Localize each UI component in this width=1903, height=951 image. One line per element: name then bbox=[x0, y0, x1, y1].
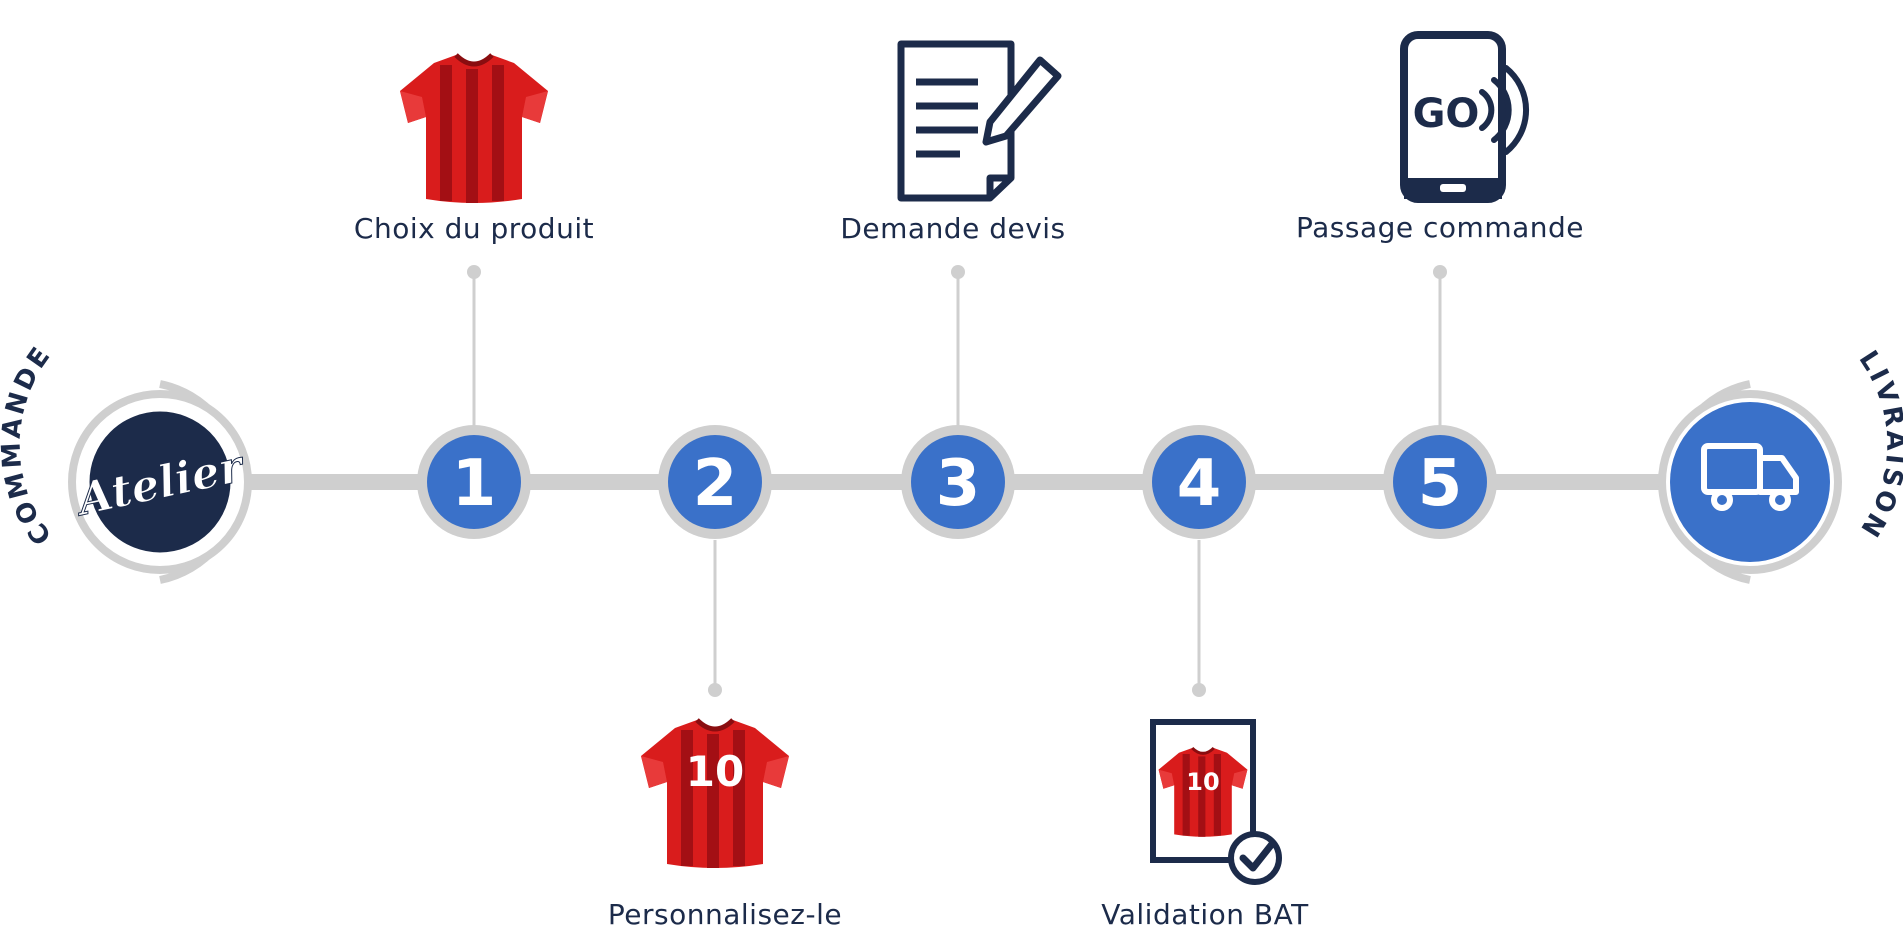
step-label-2: Personnalisez-le bbox=[607, 898, 843, 931]
document-pen-icon bbox=[897, 40, 1062, 202]
step-circle-5: 5 bbox=[1383, 425, 1497, 539]
phone-go-icon: GO bbox=[1400, 31, 1530, 203]
end-node: LIVRAISON bbox=[1658, 346, 1903, 584]
proof-check-icon: 10 bbox=[1150, 719, 1282, 885]
step-label-3: Demande devis bbox=[840, 212, 1066, 245]
end-caption: LIVRAISON bbox=[1853, 346, 1903, 545]
proof-jersey-number: 10 bbox=[1186, 768, 1219, 796]
step-label-4: Validation BAT bbox=[1101, 898, 1309, 931]
phone-go-text: GO bbox=[1413, 91, 1480, 137]
step-circle-2: 2 bbox=[658, 425, 772, 539]
jersey-number: 10 bbox=[686, 747, 744, 796]
step-number-5: 5 bbox=[1418, 447, 1463, 521]
jersey-number-icon: 10 bbox=[641, 720, 789, 868]
truck-icon bbox=[1701, 443, 1799, 511]
step-circle-3: 3 bbox=[901, 425, 1015, 539]
jersey-icon bbox=[400, 55, 548, 203]
start-node: Atelier COMMANDE bbox=[0, 340, 252, 584]
step-circle-1: 1 bbox=[417, 425, 531, 539]
step-number-1: 1 bbox=[452, 447, 497, 521]
step-number-3: 3 bbox=[936, 447, 981, 521]
step-label-5: Passage commande bbox=[1296, 211, 1584, 244]
step-label-1: Choix du produit bbox=[353, 212, 595, 245]
step-number-4: 4 bbox=[1177, 447, 1222, 521]
step-circle-4: 4 bbox=[1142, 425, 1256, 539]
atelier-logo bbox=[86, 408, 234, 556]
start-caption: COMMANDE bbox=[0, 340, 58, 550]
connectors bbox=[467, 265, 1447, 697]
step-number-2: 2 bbox=[693, 447, 738, 521]
